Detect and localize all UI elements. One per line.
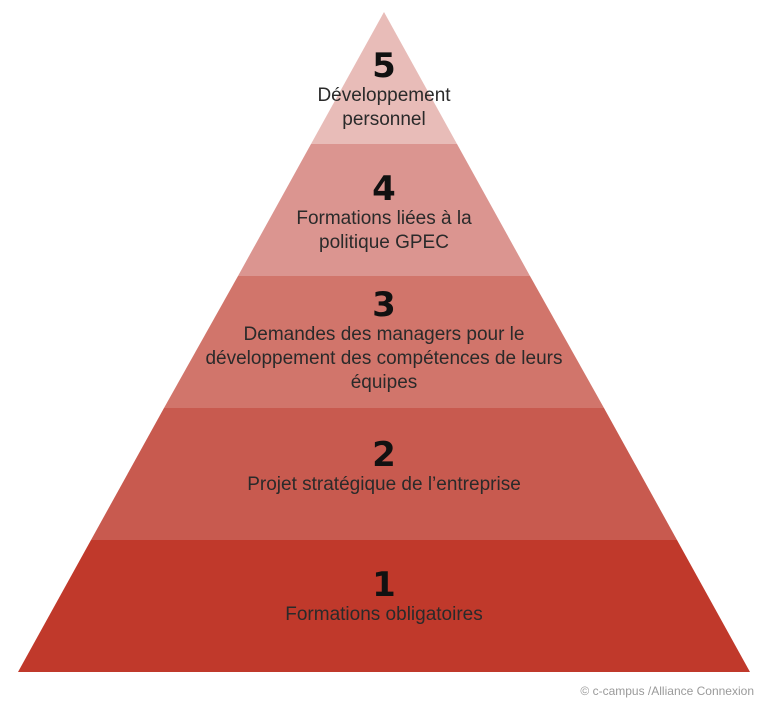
- pyramid-tier-4: [238, 144, 530, 276]
- level-4-label: 4 Formations liées à la politique GPEC: [0, 171, 768, 255]
- copyright-credit: © c-campus /Alliance Connexion: [580, 684, 754, 698]
- level-1-text: Formations obligatoires: [285, 604, 483, 625]
- level-5-label: 5 Développement personnel: [0, 48, 768, 132]
- level-5-text: Développement personnel: [317, 85, 451, 130]
- pyramid-tier-5: [311, 12, 457, 144]
- level-3-text: Demandes des managers pour le développem…: [205, 324, 563, 393]
- level-1-label: 1 Formations obligatoires: [0, 567, 768, 627]
- level-2-text: Projet stratégique de l’entreprise: [247, 474, 521, 495]
- level-5-number: 5: [372, 46, 396, 86]
- level-1-number: 1: [372, 565, 396, 605]
- level-2-label: 2 Projet stratégique de l’entreprise: [0, 437, 768, 497]
- level-3-number: 3: [372, 285, 396, 325]
- pyramid-tier-2: [91, 408, 677, 540]
- level-3-label: 3 Demandes des managers pour le développ…: [0, 287, 768, 395]
- pyramid-tier-3: [164, 276, 604, 408]
- level-4-number: 4: [372, 169, 396, 209]
- level-2-number: 2: [372, 435, 396, 475]
- pyramid-tier-1: [18, 540, 750, 672]
- level-4-text: Formations liées à la politique GPEC: [296, 208, 472, 253]
